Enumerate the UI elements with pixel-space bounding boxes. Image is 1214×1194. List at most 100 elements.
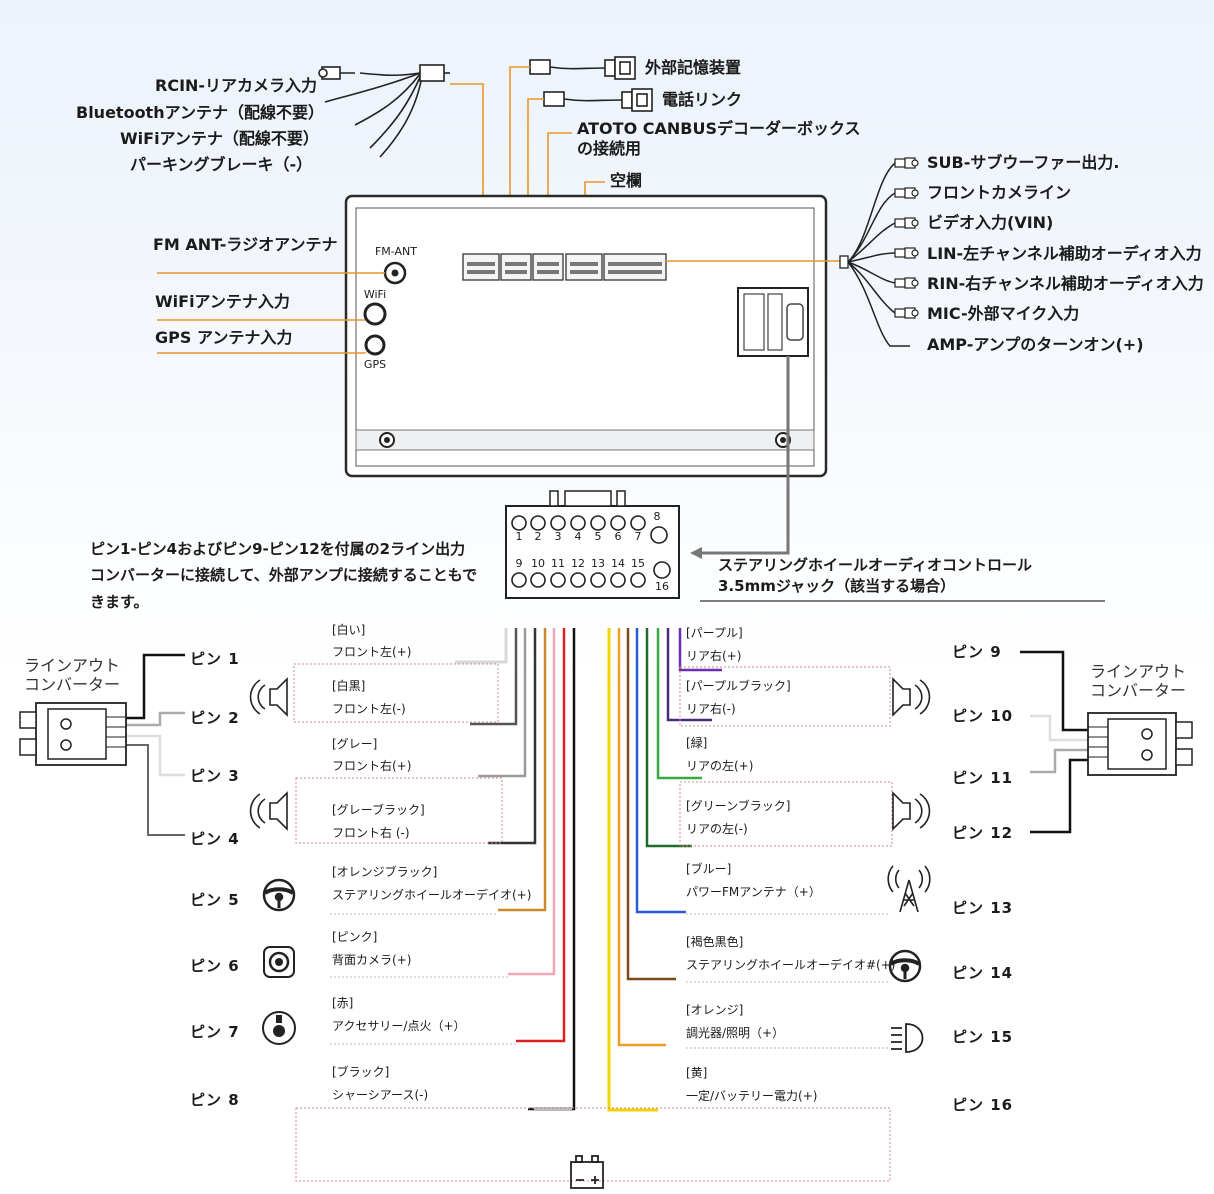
camera-icon: [263, 946, 295, 978]
wire-color: [黄]: [686, 1066, 708, 1080]
wire-func: フロント右 (-): [332, 826, 410, 840]
wire-color: [白黒]: [332, 679, 366, 693]
label-wifi-input: WiFiアンテナ入力: [155, 292, 290, 311]
battery-icon: [570, 1155, 604, 1189]
wire-color: [緑]: [686, 736, 708, 750]
speaker-icon: [249, 678, 288, 716]
label-video-in: ビデオ入力(VIN): [927, 213, 1054, 232]
wire-func: フロント左(+): [332, 645, 412, 659]
wire-color: [ピンク]: [332, 930, 378, 944]
iso-socket: [737, 287, 809, 357]
wire-color: [赤]: [332, 996, 354, 1010]
pin-label-6: ピン 6: [190, 957, 240, 975]
label-external-storage: 外部記憶装置: [645, 58, 742, 77]
ignition-icon: [262, 1011, 296, 1045]
speaker-icon: [249, 792, 288, 830]
wire-func: 調光器/照明（+）: [686, 1026, 785, 1040]
headlight-icon: [891, 1023, 924, 1053]
pin-label-7: ピン 7: [190, 1023, 240, 1041]
pin-label-8: ピン 8: [190, 1091, 240, 1109]
wire-color: [グリーンブラック]: [686, 799, 791, 813]
label-canbus-2: の接続用: [577, 139, 642, 158]
pin-label-13: ピン 13: [952, 899, 1014, 917]
label-wifi-antenna: WiFiアンテナ（配線不要）: [120, 129, 319, 148]
pin-num: 2: [534, 530, 542, 543]
label-phone-link: 電話リンク: [662, 90, 743, 109]
pin-label-3: ピン 3: [190, 767, 240, 785]
right-wires: [607, 628, 722, 1112]
label-rcin: RCIN-リアカメラ入力: [155, 76, 318, 95]
steering-note-2: 3.5mmジャック（該当する場合）: [718, 577, 956, 595]
wire-color: [パープルブラック]: [686, 679, 791, 693]
dashed-groups: [293, 663, 893, 1182]
steering-wheel-icon: [262, 878, 296, 912]
pin-num: 13: [591, 557, 605, 570]
label-parking-brake: パーキングブレーキ（-）: [130, 155, 313, 174]
pin-label-16: ピン 16: [952, 1096, 1014, 1114]
wire-color: [褐色黒色]: [686, 935, 744, 949]
usb-harness: [529, 56, 653, 112]
wire-func: 一定/バッテリー電力(+): [686, 1089, 818, 1103]
back-connector-row: [462, 253, 667, 281]
unit-wifi: WiFi: [363, 288, 387, 301]
wire-color: [オレンジ]: [686, 1003, 744, 1017]
speaker-icon: [892, 792, 931, 830]
converter-label-right: ラインアウトコンバーター: [1090, 662, 1187, 701]
right-converter: [1020, 650, 1193, 834]
pin-num: 6: [614, 530, 622, 543]
steering-note-1: ステアリングホイールオーディオコントロール: [718, 556, 1032, 574]
wire-func: リアの左(-): [686, 822, 748, 836]
pin-num: 1: [515, 530, 523, 543]
wire-func: リア右(-): [686, 702, 736, 716]
connector-top-holes: [511, 515, 668, 544]
pin-num: 15: [631, 557, 645, 570]
pin-label-14: ピン 14: [952, 964, 1014, 982]
speaker-icon: [892, 678, 931, 716]
label-rin: RIN-右チャンネル補助オーディオ入力: [927, 274, 1204, 293]
pin-num: 16: [655, 580, 669, 593]
unit-gps: GPS: [363, 358, 387, 371]
wire-color: [パープル]: [686, 626, 743, 640]
wire-color: [ブラック]: [332, 1065, 390, 1079]
wire-func: フロント左(-): [332, 702, 406, 716]
wire-color: [ブルー]: [686, 862, 732, 876]
pin-label-11: ピン 11: [952, 769, 1014, 787]
label-amp: AMP-アンプのターンオン(+): [927, 335, 1144, 354]
wire-func: シャーシアース(-): [332, 1088, 429, 1102]
left-converter: [19, 653, 185, 836]
wire-func: リア右(+): [686, 649, 742, 663]
pin-label-9: ピン 9: [952, 643, 1002, 661]
antenna-icon: [887, 865, 931, 913]
pin-label-2: ピン 2: [190, 709, 240, 727]
wire-func: ステアリングホイールオーデイオ(+): [332, 888, 532, 902]
wire-func: フロント右(+): [332, 759, 412, 773]
label-empty-slot: 空欄: [610, 171, 643, 190]
wire-func: リアの左(+): [686, 759, 754, 773]
pin-num: 8: [653, 510, 661, 523]
wire-func: アクセサリー/点火（+）: [332, 1019, 466, 1033]
pin-label-15: ピン 15: [952, 1028, 1014, 1046]
wire-func: ステアリングホイールオーデイオ#(+): [686, 958, 896, 972]
label-bluetooth: Bluetoothアンテナ（配線不要）: [76, 103, 324, 122]
pin-num: 5: [594, 530, 602, 543]
converter-note: ピン1-ピン4およびピン9-ピン12を付属の2ライン出力コンバーターに接続して、…: [90, 540, 478, 611]
wire-color: [グレー]: [332, 737, 378, 751]
pin-label-1: ピン 1: [190, 650, 240, 668]
underlines: [330, 913, 890, 1049]
pin-num: 9: [515, 557, 523, 570]
label-canbus-1: ATOTO CANBUSデコーダーボックス: [577, 119, 861, 138]
pin-num: 3: [554, 530, 562, 543]
pin-num: 11: [551, 557, 565, 570]
label-sub: SUB-サブウーファー出力.: [927, 153, 1120, 172]
unit-fm-ant: FM-ANT: [374, 245, 418, 258]
label-mic: MIC-外部マイク入力: [927, 304, 1080, 323]
label-fm-ant: FM ANT-ラジオアンテナ: [153, 235, 338, 254]
pin-label-10: ピン 10: [952, 707, 1014, 725]
pin-num: 10: [531, 557, 545, 570]
pin-label-5: ピン 5: [190, 891, 240, 909]
connector-teeth: [467, 262, 662, 274]
rca-fan: [847, 162, 910, 347]
wire-func: 背面カメラ(+): [332, 953, 412, 967]
